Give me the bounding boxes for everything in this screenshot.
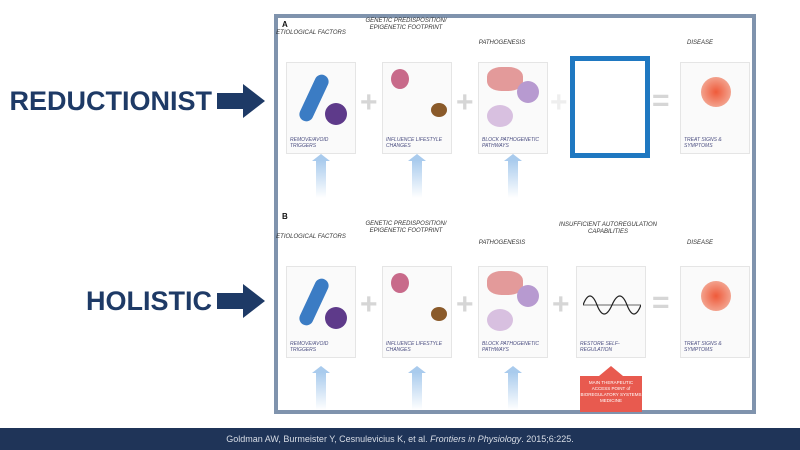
- caption: INFLUENCE LIFESTYLE CHANGES: [386, 341, 443, 353]
- header: GENETIC PREDISPOSITION/ EPIGENETIC FOOTP…: [365, 221, 447, 234]
- panel-a-letter: A: [282, 20, 288, 29]
- citation-footer: Goldman AW, Burmeister Y, Cesnulevicius …: [0, 428, 800, 450]
- up-arrow: [504, 366, 522, 410]
- up-arrow: [504, 154, 522, 198]
- caption: TREAT SIGNS & SYMPTOMS: [684, 341, 722, 353]
- genetic-box: INFLUENCE LIFESTYLE CHANGES: [382, 62, 452, 154]
- therapeutic-access-callout: MAIN THERAPEUTIC ACCESS POINT of BIOREGU…: [580, 366, 642, 412]
- plus-icon: +: [550, 86, 568, 119]
- sine-wave-icon: [583, 295, 641, 315]
- caption: REMOVE/AVOID TRIGGERS: [290, 341, 329, 353]
- etiology-box: REMOVE/AVOID TRIGGERS: [286, 62, 356, 154]
- citation-ref: . 2015;6:225.: [521, 434, 574, 444]
- caption: RESTORE SELF-REGULATION: [580, 341, 620, 353]
- citation-authors: Goldman AW, Burmeister Y, Cesnulevicius …: [226, 434, 431, 444]
- holistic-label: HOLISTIC: [86, 286, 212, 316]
- arrow-right-icon: [217, 284, 265, 318]
- up-arrow: [408, 366, 426, 410]
- citation-journal: Frontiers in Physiology: [430, 434, 522, 444]
- disease-box: TREAT SIGNS & SYMPTOMS: [680, 62, 750, 154]
- arrow-right-icon: [217, 84, 265, 118]
- plus-icon: +: [552, 288, 570, 321]
- genetic-box: INFLUENCE LIFESTYLE CHANGES: [382, 266, 452, 358]
- caption: INFLUENCE LIFESTYLE CHANGES: [386, 137, 443, 149]
- plus-icon: +: [456, 288, 474, 321]
- disease-box: TREAT SIGNS & SYMPTOMS: [680, 266, 750, 358]
- autoregulation-box: RESTORE SELF-REGULATION: [576, 266, 646, 358]
- missing-step-highlight: [570, 56, 650, 158]
- up-arrow: [312, 154, 330, 198]
- header: INSUFFICIENT AUTOREGULATION CAPABILITIES: [559, 222, 657, 235]
- header: GENETIC PREDISPOSITION/ EPIGENETIC FOOTP…: [365, 18, 447, 31]
- figure-frame: A ETIOLOGICAL FACTORS GENETIC PREDISPOSI…: [274, 14, 756, 414]
- equals-icon: =: [652, 286, 670, 319]
- reductionist-label: REDUCTIONIST: [9, 86, 213, 116]
- plus-icon: +: [360, 86, 378, 119]
- caption: TREAT SIGNS & SYMPTOMS: [684, 137, 722, 149]
- caption: BLOCK PATHOGENETIC PATHWAYS: [482, 341, 540, 353]
- caption: BLOCK PATHOGENETIC PATHWAYS: [482, 137, 540, 149]
- header: PATHOGENESIS: [478, 240, 526, 246]
- equals-icon: =: [652, 84, 670, 117]
- plus-icon: +: [360, 288, 378, 321]
- header: ETIOLOGICAL FACTORS: [276, 30, 346, 36]
- etiology-box: REMOVE/AVOID TRIGGERS: [286, 266, 356, 358]
- up-arrow: [312, 366, 330, 410]
- pathogenesis-box: BLOCK PATHOGENETIC PATHWAYS: [478, 266, 548, 358]
- plus-icon: +: [456, 86, 474, 119]
- panel-b-letter: B: [282, 212, 288, 221]
- header: DISEASE: [686, 240, 713, 246]
- pathogenesis-box: BLOCK PATHOGENETIC PATHWAYS: [478, 62, 548, 154]
- caption: REMOVE/AVOID TRIGGERS: [290, 137, 329, 149]
- header: ETIOLOGICAL FACTORS: [276, 234, 346, 240]
- header: PATHOGENESIS: [478, 40, 526, 46]
- up-arrow: [408, 154, 426, 198]
- header: DISEASE: [686, 40, 713, 46]
